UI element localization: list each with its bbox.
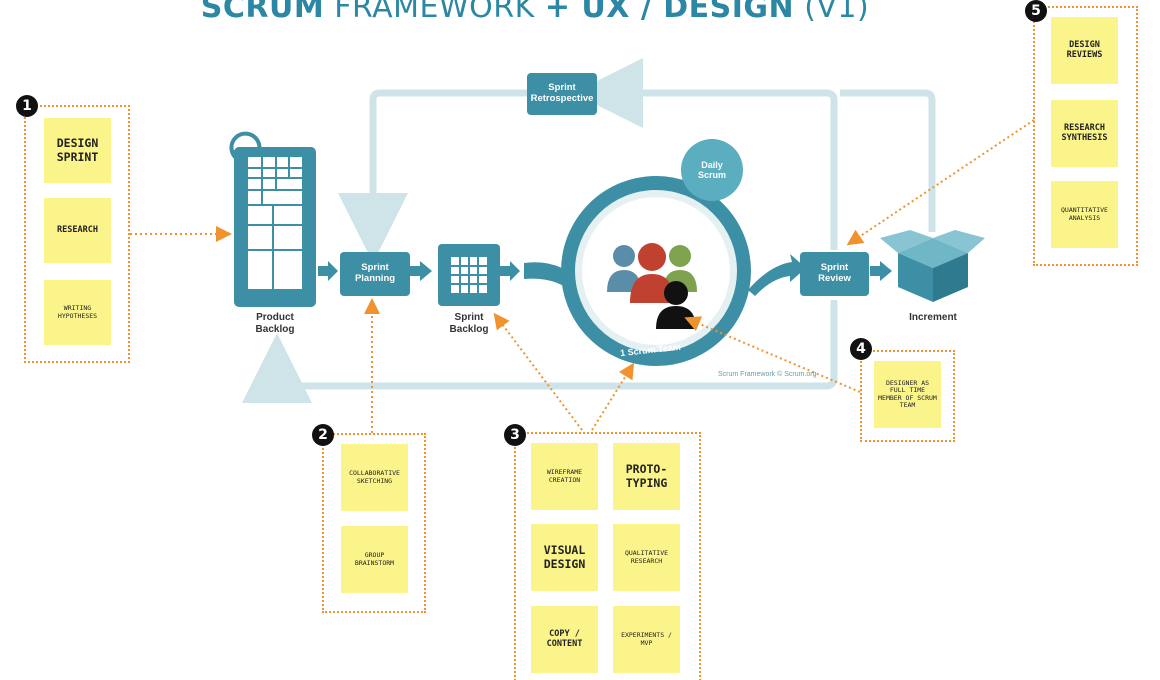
note-experiments-mvp: Experiments / MVP xyxy=(613,606,680,673)
note-group-brainstorm: Group Brainstorm xyxy=(341,526,408,593)
note-design-sprint: Design Sprint xyxy=(44,118,111,183)
daily-scrum-circle: Daily Scrum xyxy=(681,139,743,201)
group-5-badge: 5 xyxy=(1025,0,1047,22)
note-research-synthesis: Research Synthesis xyxy=(1051,100,1118,167)
increment-cube-icon xyxy=(880,230,985,302)
note-writing-hypotheses: Writing Hypotheses xyxy=(44,280,111,345)
note-design-reviews: Design Reviews xyxy=(1051,17,1118,84)
note-collaborative-sketching: Collaborative Sketching xyxy=(341,444,408,511)
increment-label: Increment xyxy=(909,312,957,323)
group-4-badge: 4 xyxy=(850,338,872,360)
connectors xyxy=(130,119,1035,433)
scrum-team-icon xyxy=(607,243,697,329)
feedback-loops xyxy=(242,58,936,403)
group-3-badge: 3 xyxy=(504,424,526,446)
note-qualitative-research: Qualitative Research xyxy=(613,524,680,591)
group-5 xyxy=(1033,6,1138,266)
flow-arrows xyxy=(318,261,892,281)
note-prototyping: Proto-typing xyxy=(613,443,680,510)
note-designer-full-time: Designer as full time member of Scrum Te… xyxy=(874,361,941,428)
sprint-backlog-label: Sprint Backlog xyxy=(449,312,489,335)
note-visual-design: Visual Design xyxy=(531,524,598,591)
group-4 xyxy=(860,350,955,442)
note-copy-content: Copy / Content xyxy=(531,606,598,673)
group-1-badge: 1 xyxy=(16,95,38,117)
note-research: Research xyxy=(44,198,111,263)
group-2 xyxy=(322,433,426,613)
sprint-planning-box: Sprint Planning xyxy=(340,252,410,296)
group-3 xyxy=(514,432,701,680)
product-backlog-label: Product Backlog xyxy=(255,312,295,335)
sprint-retrospective-box: Sprint Retrospective xyxy=(527,73,597,115)
product-backlog-shape xyxy=(234,147,316,307)
group-2-badge: 2 xyxy=(312,424,334,446)
sprint-review-box: Sprint Review xyxy=(800,252,869,296)
note-quantitative-analysis: Quantitative Analysis xyxy=(1051,181,1118,248)
page-title: SCRUM FRAMEWORK + UX / DESIGN (V1) xyxy=(200,0,870,25)
group-1 xyxy=(24,105,130,363)
sprint-backlog-grid xyxy=(451,257,487,293)
note-wireframe-creation: Wireframe Creation xyxy=(531,443,598,510)
copyright-text: Scrum Framework © Scrum.org xyxy=(718,371,817,378)
